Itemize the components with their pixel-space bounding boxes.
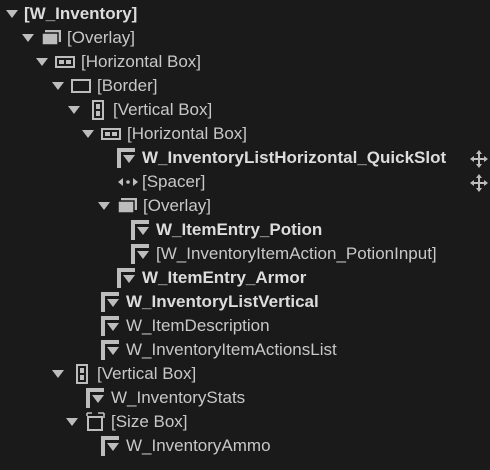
spacer-icon [117,175,139,189]
tree-row-label: W_InventoryListHorizontal_QuickSlot [142,148,447,167]
tree-row-label: [Overlay] [67,28,136,47]
vertical-box-icon [86,100,110,120]
user-widget-icon [99,291,123,313]
tree-row-spacer[interactable]: [Spacer] [0,170,490,194]
tree-row-label: [Vertical Box] [113,100,213,119]
user-widget-icon [84,387,108,409]
tree-row-inventory-list-vertical[interactable]: W_InventoryListVertical [0,290,490,314]
tree-row-label: W_InventoryItemActionsList [126,340,337,359]
tree-row-vertical-box[interactable]: [Vertical Box] [0,98,490,122]
tree-row-label: W_ItemEntry_Potion [156,220,323,239]
tree-row-vertical-box[interactable]: [Vertical Box] [0,362,490,386]
tree-row-label: [W_Inventory] [24,4,138,23]
tree-row-label: W_InventoryStats [111,388,246,407]
overlay-icon [116,197,140,215]
horizontal-box-icon [54,53,78,71]
tree-row-w-inventory[interactable]: [W_Inventory] [0,2,490,26]
tree-row-label: [Horizontal Box] [81,52,201,71]
vertical-box-icon [70,364,94,384]
tree-row-label: [Horizontal Box] [127,124,247,143]
expand-arrow-icon[interactable] [52,82,64,90]
tree-row-label: W_InventoryAmmo [126,436,271,455]
tree-row-label: W_ItemEntry_Armor [142,268,307,287]
tree-row-border[interactable]: [Border] [0,74,490,98]
move-handle-icon[interactable] [470,150,488,175]
tree-row-label: [Overlay] [143,196,212,215]
user-widget-icon [129,243,153,265]
tree-row-label: [W_InventoryItemAction_PotionInput] [156,244,437,263]
tree-row-size-box[interactable]: [Size Box] [0,410,490,434]
user-widget-icon [129,219,153,241]
expand-arrow-icon[interactable] [22,34,34,42]
tree-row-inventory-stats[interactable]: W_InventoryStats [0,386,490,410]
expand-arrow-icon[interactable] [36,58,48,66]
tree-row-overlay[interactable]: [Overlay] [0,194,490,218]
user-widget-icon [99,339,123,361]
expand-arrow-icon[interactable] [52,370,64,378]
tree-row-label: W_ItemDescription [126,316,270,335]
tree-row-label: W_InventoryListVertical [126,292,319,311]
overlay-icon [40,29,64,47]
tree-row-horizontal-box[interactable]: [Horizontal Box] [0,50,490,74]
horizontal-box-icon [100,125,124,143]
tree-row-overlay[interactable]: [Overlay] [0,26,490,50]
user-widget-icon [115,147,139,169]
tree-row-item-description[interactable]: W_ItemDescription [0,314,490,338]
expand-arrow-icon[interactable] [66,418,78,426]
tree-row-label: [Border] [97,76,158,95]
tree-row-item-entry-armor[interactable]: W_ItemEntry_Armor [0,266,490,290]
move-handle-icon[interactable] [470,174,488,199]
user-widget-icon [99,315,123,337]
expand-arrow-icon[interactable] [98,202,110,210]
expand-arrow-icon[interactable] [68,106,80,114]
user-widget-icon [99,435,123,457]
tree-row-label: [Spacer] [142,172,206,191]
tree-row-horizontal-box[interactable]: [Horizontal Box] [0,122,490,146]
border-icon [70,77,94,95]
expand-arrow-icon[interactable] [82,130,94,138]
tree-row-label: [Vertical Box] [97,364,197,383]
tree-row-potion-input[interactable]: [W_InventoryItemAction_PotionInput] [0,242,490,266]
tree-row-item-actions-list[interactable]: W_InventoryItemActionsList [0,338,490,362]
tree-row-item-entry-potion[interactable]: W_ItemEntry_Potion [0,218,490,242]
expand-arrow-icon[interactable] [6,10,18,18]
tree-row-label: [Size Box] [111,412,188,431]
size-box-icon [84,412,108,432]
user-widget-icon [115,267,139,289]
tree-row-quickslot[interactable]: W_InventoryListHorizontal_QuickSlot [0,146,490,170]
tree-row-inventory-ammo[interactable]: W_InventoryAmmo [0,434,490,458]
